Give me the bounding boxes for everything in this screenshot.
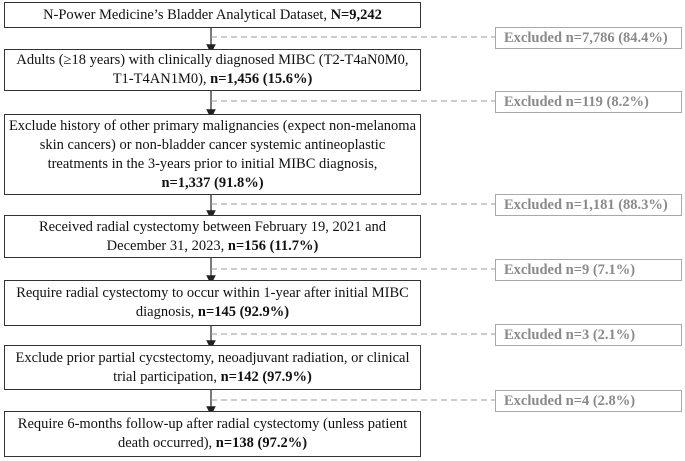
- step-3-count: n=1,337 (91.8%): [161, 174, 264, 191]
- step-3-line-1: Exclude history of other primary maligna…: [8, 117, 417, 134]
- step-6-line-2: trial participation,: [113, 368, 221, 385]
- step-box-7: Require 6-months follow-up after radial …: [4, 411, 421, 457]
- step-4-line-2: December 31, 2023,: [106, 237, 228, 254]
- step-7-line-2: death occurred),: [117, 435, 216, 451]
- step-3-line-3: treatments in the 3-years prior to initi…: [47, 155, 378, 172]
- step-box-3: Exclude history of other primary maligna…: [4, 114, 421, 195]
- step-3-line-2: skin cancers) or non-bladder cancer syst…: [39, 136, 386, 153]
- exclusion-box-1: Excluded n=7,786 (84.4%): [495, 27, 682, 49]
- step-box-5: Require radial cystectomy to occur withi…: [4, 280, 421, 326]
- step-7-line-1: Require 6-months follow-up after radial …: [17, 416, 408, 432]
- step-2-line-2: T1-T4AN1M0),: [112, 71, 211, 87]
- exclusion-box-6: Excluded n=4 (2.8%): [495, 390, 682, 412]
- step-6-count: n=142 (97.9%): [220, 368, 312, 385]
- exclusion-box-3: Excluded n=1,181 (88.3%): [495, 194, 682, 216]
- step-1-text: N-Power Medicine’s Bladder Analytical Da…: [43, 6, 331, 23]
- exclusion-box-4: Excluded n=9 (7.1%): [495, 259, 682, 281]
- step-5-line-1: Require radial cystectomy to occur withi…: [16, 285, 409, 301]
- step-box-4: Received radial cystectomy between Febru…: [4, 215, 421, 258]
- step-4-count: n=156 (11.7%): [227, 237, 319, 254]
- step-box-1: N-Power Medicine’s Bladder Analytical Da…: [4, 2, 421, 28]
- step-7-count: n=138 (97.2%): [215, 435, 308, 451]
- step-box-6: Exclude prior partial cycstectomy, neoad…: [4, 345, 421, 390]
- step-box-2: Adults (≥18 years) with clinically diagn…: [4, 49, 421, 91]
- exclusion-box-2: Excluded n=119 (8.2%): [495, 91, 682, 113]
- step-4-line-1: Received radial cystectomy between Febru…: [38, 218, 387, 235]
- step-6-line-1: Exclude prior partial cycstectomy, neoad…: [15, 349, 410, 366]
- step-2-count: n=1,456 (15.6%): [210, 71, 313, 87]
- step-2-line-1: Adults (≥18 years) with clinically diagn…: [16, 52, 409, 68]
- step-5-count: n=145 (92.9%): [197, 304, 290, 320]
- exclusion-box-5: Excluded n=3 (2.1%): [495, 324, 682, 346]
- step-1-count: N=9,242: [330, 6, 382, 23]
- step-5-line-2: diagnosis,: [135, 304, 198, 320]
